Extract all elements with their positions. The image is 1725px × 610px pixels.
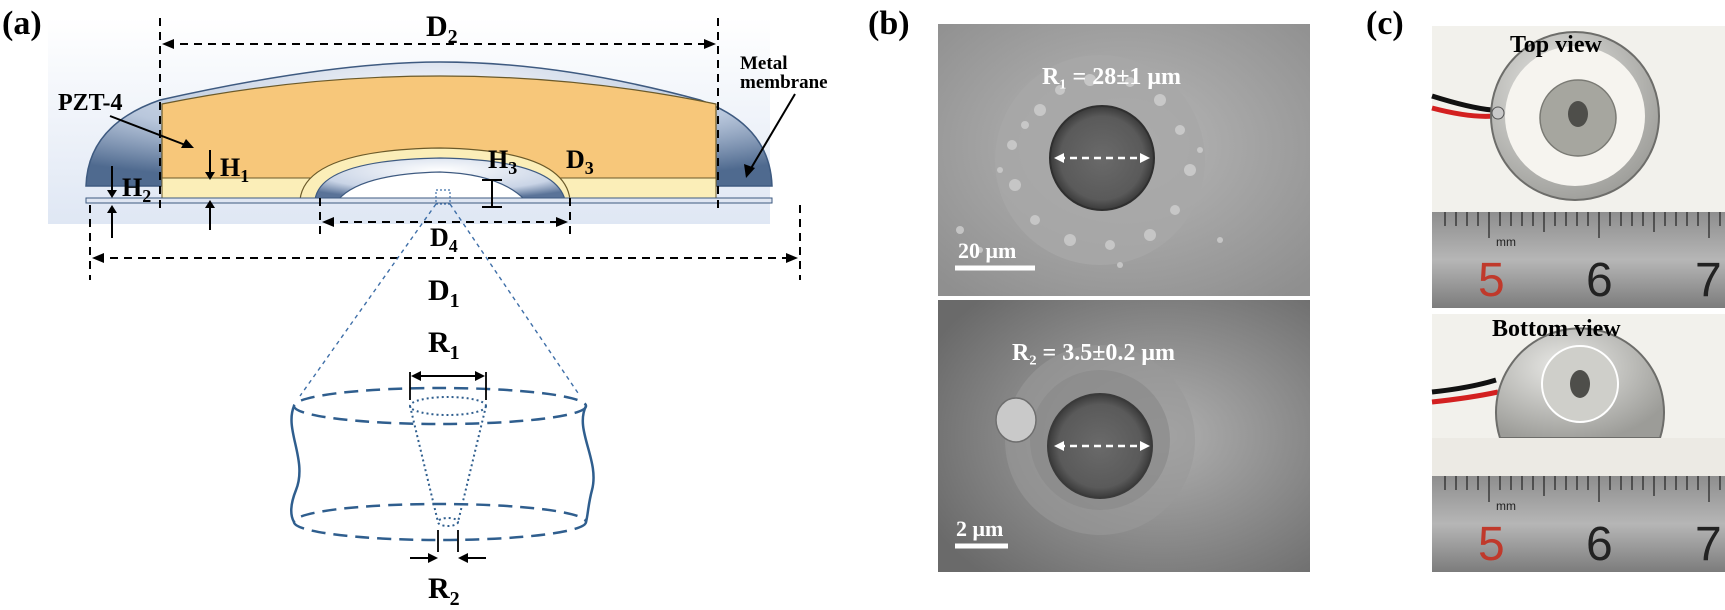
top-view-title: Top view [1510,32,1602,58]
d4-arrow-right [556,217,568,227]
metal-label-line1: Metal [740,53,787,74]
r2-measure-arrow-right [1140,441,1150,451]
h2-label: H2 [122,173,151,206]
r2-arrow-left [428,553,438,563]
d3-label: D3 [566,145,594,178]
ruler-bottom-number-7: 7 [1695,518,1722,571]
d4-arrow-left [322,217,334,227]
nozzle-top-ellipse [292,386,588,426]
h3-label: H3 [488,145,517,178]
zoom-marker [435,189,451,205]
zoom-line-right [449,203,581,397]
panel-a: (a) D2 PZT-4 Metal membrane [2,5,828,610]
ruler-bottom [1432,476,1725,572]
wire-black-top [1431,93,1493,113]
r1-arrow-left [411,371,421,381]
ruler-top-ticks [1444,212,1721,238]
r2-value-label: R₂ = 3.5±0.2 μm [1012,340,1175,366]
pzt-layer [161,75,717,181]
panel-c-tag: (c) [1366,5,1404,42]
ruler-top-unit: mm [1496,235,1516,249]
r2-label: R2 [428,572,460,610]
ruler-bottom-ticks [1444,476,1721,502]
panel-c: (c) Top view mm 5 6 7 [1366,5,1725,572]
h1-arrow-head-lower [205,200,215,208]
cone-bottom-ellipse [437,517,459,527]
cone-top-ellipse [409,396,487,416]
inner-dome [336,171,527,201]
r2-measure-arrow-left [1054,441,1064,451]
wire-red-bottom [1431,389,1499,405]
nozzle-right-wall [581,405,595,523]
membrane-base [85,197,773,204]
d4-label: D4 [430,223,458,256]
pzt-pointer-arrow [181,139,194,148]
pzt-pointer-line [109,115,189,147]
scale-label-top: 20 μm [958,238,1016,263]
d2-arrow-left [162,39,174,49]
panel-b-tag: (b) [868,5,910,42]
wire-black-bottom [1431,377,1497,395]
d1-arrow-right [786,253,798,263]
debris-particle [995,397,1037,443]
solder-point-top [1491,106,1505,120]
nozzle-bottom-ellipse [292,502,588,542]
ruler-bottom-number-5: 5 [1478,518,1505,571]
h1-arrow-head [205,172,215,180]
panel-a-tag: (a) [2,5,42,42]
nozzle-left-wall [290,405,301,523]
bottom-view-title: Bottom view [1492,316,1621,342]
h2-arrow-head-lower [107,205,117,213]
r1-measure-arrow-right [1140,153,1150,163]
r1-label: R1 [428,326,460,364]
d2-arrow-right [704,39,716,49]
nozzle-hole-top [1049,105,1155,211]
center-dimple-top [1568,101,1588,127]
wire-red-top [1431,105,1495,119]
h1-label: H1 [220,153,249,186]
r1-arrow-right [475,371,485,381]
r1-measure-arrow-left [1054,153,1064,163]
d2-label: D2 [426,10,458,48]
metal-pointer-arrow [744,164,755,178]
pzt-label: PZT-4 [58,90,122,116]
ruler-top-number-7: 7 [1695,254,1722,307]
d1-label: D1 [428,274,460,312]
r2-arrow-right [458,553,468,563]
metal-pointer-line [749,93,796,171]
ruler-top-number-5: 5 [1478,254,1505,307]
ruler-top [1432,212,1725,308]
scale-label-bottom: 2 μm [956,516,1003,541]
h2-arrow-head [107,190,117,198]
panel-b: (b) R₁ = 28±1 μm 20 μm R₂ = 3.5±0.2 [868,5,1310,572]
ruler-top-number-6: 6 [1586,254,1613,307]
r1-value-label: R₁ = 28±1 μm [1042,64,1181,90]
photo-bottom-lower [1432,438,1725,476]
ruler-bottom-number-6: 6 [1586,518,1613,571]
center-dimple-bottom [1570,370,1590,398]
metal-label-line2: membrane [740,72,828,93]
ruler-bottom-unit: mm [1496,499,1516,513]
d1-arrow-left [92,253,104,263]
